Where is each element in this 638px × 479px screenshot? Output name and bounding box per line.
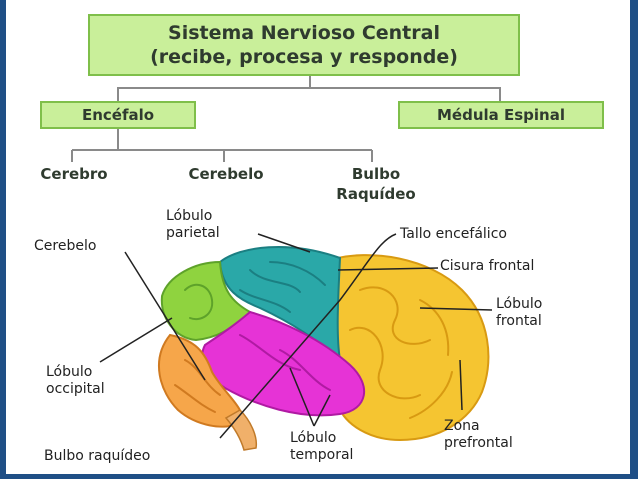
label-cisura: Cisura frontal xyxy=(440,258,535,274)
leader-lines xyxy=(99,233,493,439)
leader-occipital xyxy=(99,317,173,363)
encefalo-box: Encéfalo xyxy=(40,101,196,129)
title-line-2: (recibe, procesa y responde) xyxy=(150,46,458,68)
label-lobulo-temporal: Lóbulo temporal xyxy=(290,430,353,464)
leader-frontal xyxy=(419,307,493,311)
title-box: Sistema Nervioso Central (recibe, proces… xyxy=(88,14,520,76)
label-zona-1: Zona xyxy=(444,418,480,434)
hierarchy-connectors xyxy=(71,76,501,162)
part-bulbo-line-2: Raquídeo xyxy=(336,185,416,203)
encefalo-label: Encéfalo xyxy=(81,106,155,124)
connector-encefalo xyxy=(117,76,311,101)
part-cerebelo: Cerebelo xyxy=(188,165,264,183)
title-line-1: Sistema Nervioso Central xyxy=(168,22,440,44)
leader-temporal-a xyxy=(289,367,315,427)
occipital-lobe xyxy=(160,260,252,342)
brainstem xyxy=(224,409,258,451)
brain-illustration xyxy=(157,245,490,451)
label-zona-2: prefrontal xyxy=(444,435,513,451)
label-lobulo-frontal-1: Lóbulo xyxy=(496,296,543,312)
label-lobulo-parietal-2: parietal xyxy=(166,225,220,241)
label-lobulo-frontal: Lóbulo frontal xyxy=(496,296,542,330)
parietal-lobe xyxy=(218,245,342,363)
label-lobulo-occipital: Lóbulo occipital xyxy=(46,364,105,398)
part-cerebro: Cerebro xyxy=(40,165,108,183)
connector-medula xyxy=(310,87,501,101)
label-lobulo-frontal-2: frontal xyxy=(496,313,542,329)
label-tallo: Tallo encefálico xyxy=(400,226,507,242)
medula-box: Médula Espinal xyxy=(398,101,604,129)
leader-cisura xyxy=(337,267,439,271)
label-zona-prefrontal: Zona prefrontal xyxy=(444,418,513,452)
leader-temporal-b xyxy=(313,394,331,427)
leader-zona xyxy=(459,359,463,411)
label-lobulo-occipital-1: Lóbulo xyxy=(46,364,93,380)
label-lobulo-temporal-2: temporal xyxy=(290,447,354,463)
part-bulbo: Bulbo Raquídeo xyxy=(326,164,426,204)
label-lobulo-parietal: Lóbulo parietal xyxy=(166,208,220,242)
leader-cerebelo xyxy=(124,251,206,381)
label-lobulo-occipital-2: occipital xyxy=(46,381,105,397)
label-cerebelo: Cerebelo xyxy=(34,238,97,254)
label-lobulo-parietal-1: Lóbulo xyxy=(166,208,213,224)
leader-tallo xyxy=(219,233,397,439)
leader-parietal xyxy=(257,233,311,253)
label-bulbo-raquideo: Bulbo raquídeo xyxy=(44,448,151,464)
label-lobulo-temporal-1: Lóbulo xyxy=(290,430,337,446)
medula-label: Médula Espinal xyxy=(437,106,565,124)
part-bulbo-line-1: Bulbo xyxy=(351,165,401,183)
